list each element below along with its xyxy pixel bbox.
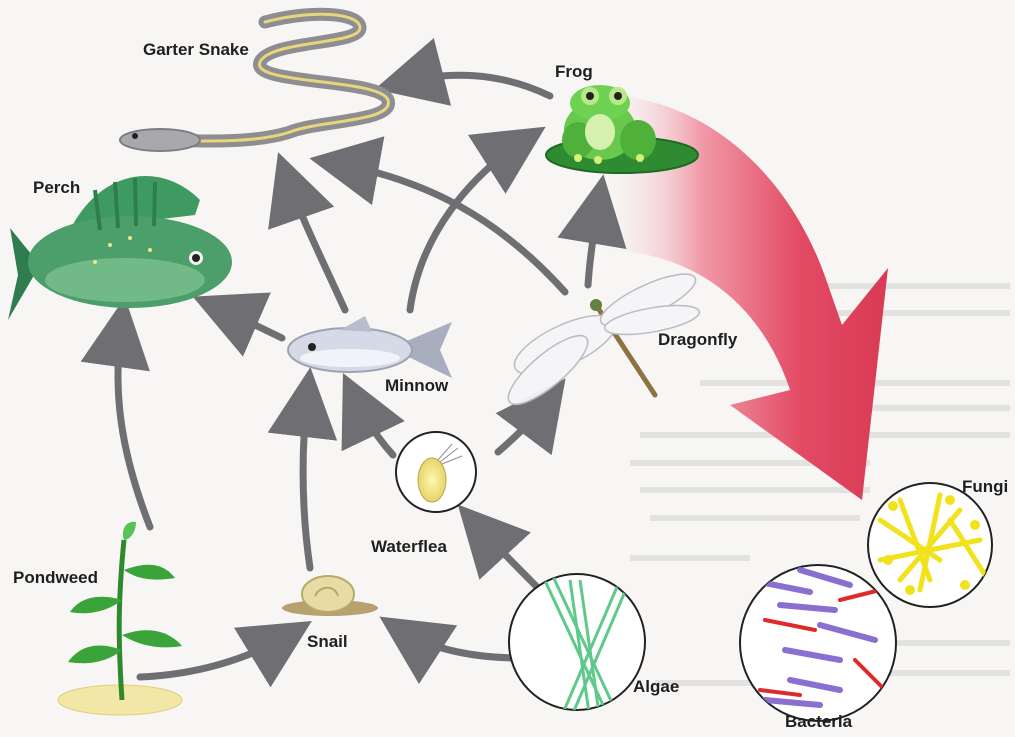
label-dragonfly: Dragonfly	[658, 330, 737, 350]
label-perch: Perch	[33, 178, 80, 198]
arrow-pondweed-to-perch	[118, 318, 150, 527]
fungi-illustration	[868, 483, 992, 607]
label-garter-snake: Garter Snake	[143, 40, 249, 60]
arrow-waterflea-to-minnow	[352, 392, 393, 455]
arrow-waterflea-to-dragonfly	[498, 395, 553, 452]
arrow-snail-to-minnow	[303, 388, 310, 568]
algae-illustration	[509, 570, 645, 720]
arrow-minnow-to-perch	[212, 305, 282, 338]
arrow-minnow-to-frog	[410, 138, 528, 310]
garter-snake-illustration	[120, 14, 388, 151]
label-pondweed: Pondweed	[13, 568, 98, 588]
label-frog: Frog	[555, 62, 593, 82]
pondweed-illustration	[58, 522, 182, 715]
waterflea-illustration	[396, 432, 476, 512]
minnow-illustration	[288, 316, 452, 378]
label-minnow: Minnow	[385, 376, 448, 396]
snail-illustration	[282, 576, 378, 616]
arrow-dragonfly-to-frog	[588, 195, 600, 285]
label-waterflea: Waterflea	[371, 537, 447, 557]
arrow-frog-to-snake	[395, 75, 550, 96]
label-snail: Snail	[307, 632, 348, 652]
arrow-minnow-to-snake	[285, 172, 345, 310]
label-fungi: Fungi	[962, 477, 1008, 497]
arrow-dragonfly-to-snake	[330, 162, 565, 292]
bacteria-illustration	[740, 565, 896, 721]
label-bacteria: Bacteria	[785, 712, 852, 732]
label-algae: Algae	[633, 677, 679, 697]
